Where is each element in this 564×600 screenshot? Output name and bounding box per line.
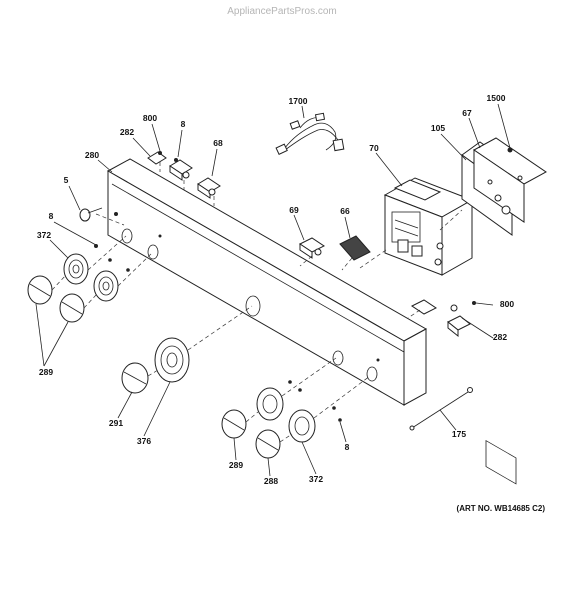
screw-5 <box>79 207 103 222</box>
callout-8-left: 8 <box>49 211 54 221</box>
control-board <box>383 177 474 276</box>
display-panel <box>461 137 547 485</box>
callout-291: 291 <box>109 418 123 428</box>
callout-70: 70 <box>369 143 379 153</box>
callout-372-left: 372 <box>37 230 51 240</box>
bezel-372-left <box>63 253 89 285</box>
wire-harness <box>275 112 345 155</box>
callout-800-top: 800 <box>143 113 157 123</box>
callout-68: 68 <box>213 138 223 148</box>
callout-282-top: 282 <box>120 127 134 137</box>
callout-175: 175 <box>452 429 466 439</box>
screws <box>94 158 342 422</box>
callout-8-right: 8 <box>345 442 350 452</box>
callout-289-right: 289 <box>229 460 243 470</box>
leader-lines <box>35 103 511 477</box>
callout-800-right: 800 <box>500 299 514 309</box>
bezel-right-1 <box>256 387 284 421</box>
knob-289-left-2 <box>59 293 85 323</box>
bracket-68 <box>169 159 221 199</box>
knob-288 <box>255 429 281 459</box>
callout-5: 5 <box>64 175 69 185</box>
knob-289-right <box>221 409 247 439</box>
callout-1500: 1500 <box>487 93 506 103</box>
callout-289-left: 289 <box>39 367 53 377</box>
watermark: AppliancePartsPros.com <box>227 6 337 17</box>
bezel-376 <box>154 337 190 383</box>
knob-289-left-1 <box>27 275 53 305</box>
callout-67: 67 <box>462 108 472 118</box>
callout-376: 376 <box>137 436 151 446</box>
bracket-69 <box>299 237 325 259</box>
display-lens-66 <box>339 235 371 261</box>
bracket-282-right <box>411 299 476 338</box>
callout-105: 105 <box>431 123 445 133</box>
callout-288: 288 <box>264 476 278 486</box>
callout-282-right: 282 <box>493 332 507 342</box>
callout-372-right: 372 <box>309 474 323 484</box>
bezel-372-right <box>288 409 316 443</box>
callout-69: 69 <box>289 205 299 215</box>
assembly-lines <box>51 162 463 443</box>
callout-1700: 1700 <box>289 96 308 106</box>
bracket-282-top <box>147 151 167 165</box>
knob-291 <box>121 362 149 394</box>
callout-8-top: 8 <box>181 119 186 129</box>
art-number: (ART NO. WB14685 C2) <box>457 504 546 513</box>
backsplash-panel <box>106 158 428 406</box>
callout-66: 66 <box>340 206 350 216</box>
callout-labels: 1700 1500 800 8 282 68 280 67 105 70 5 8… <box>37 93 514 486</box>
bezel-left-2 <box>93 270 119 302</box>
callout-280: 280 <box>85 150 99 160</box>
